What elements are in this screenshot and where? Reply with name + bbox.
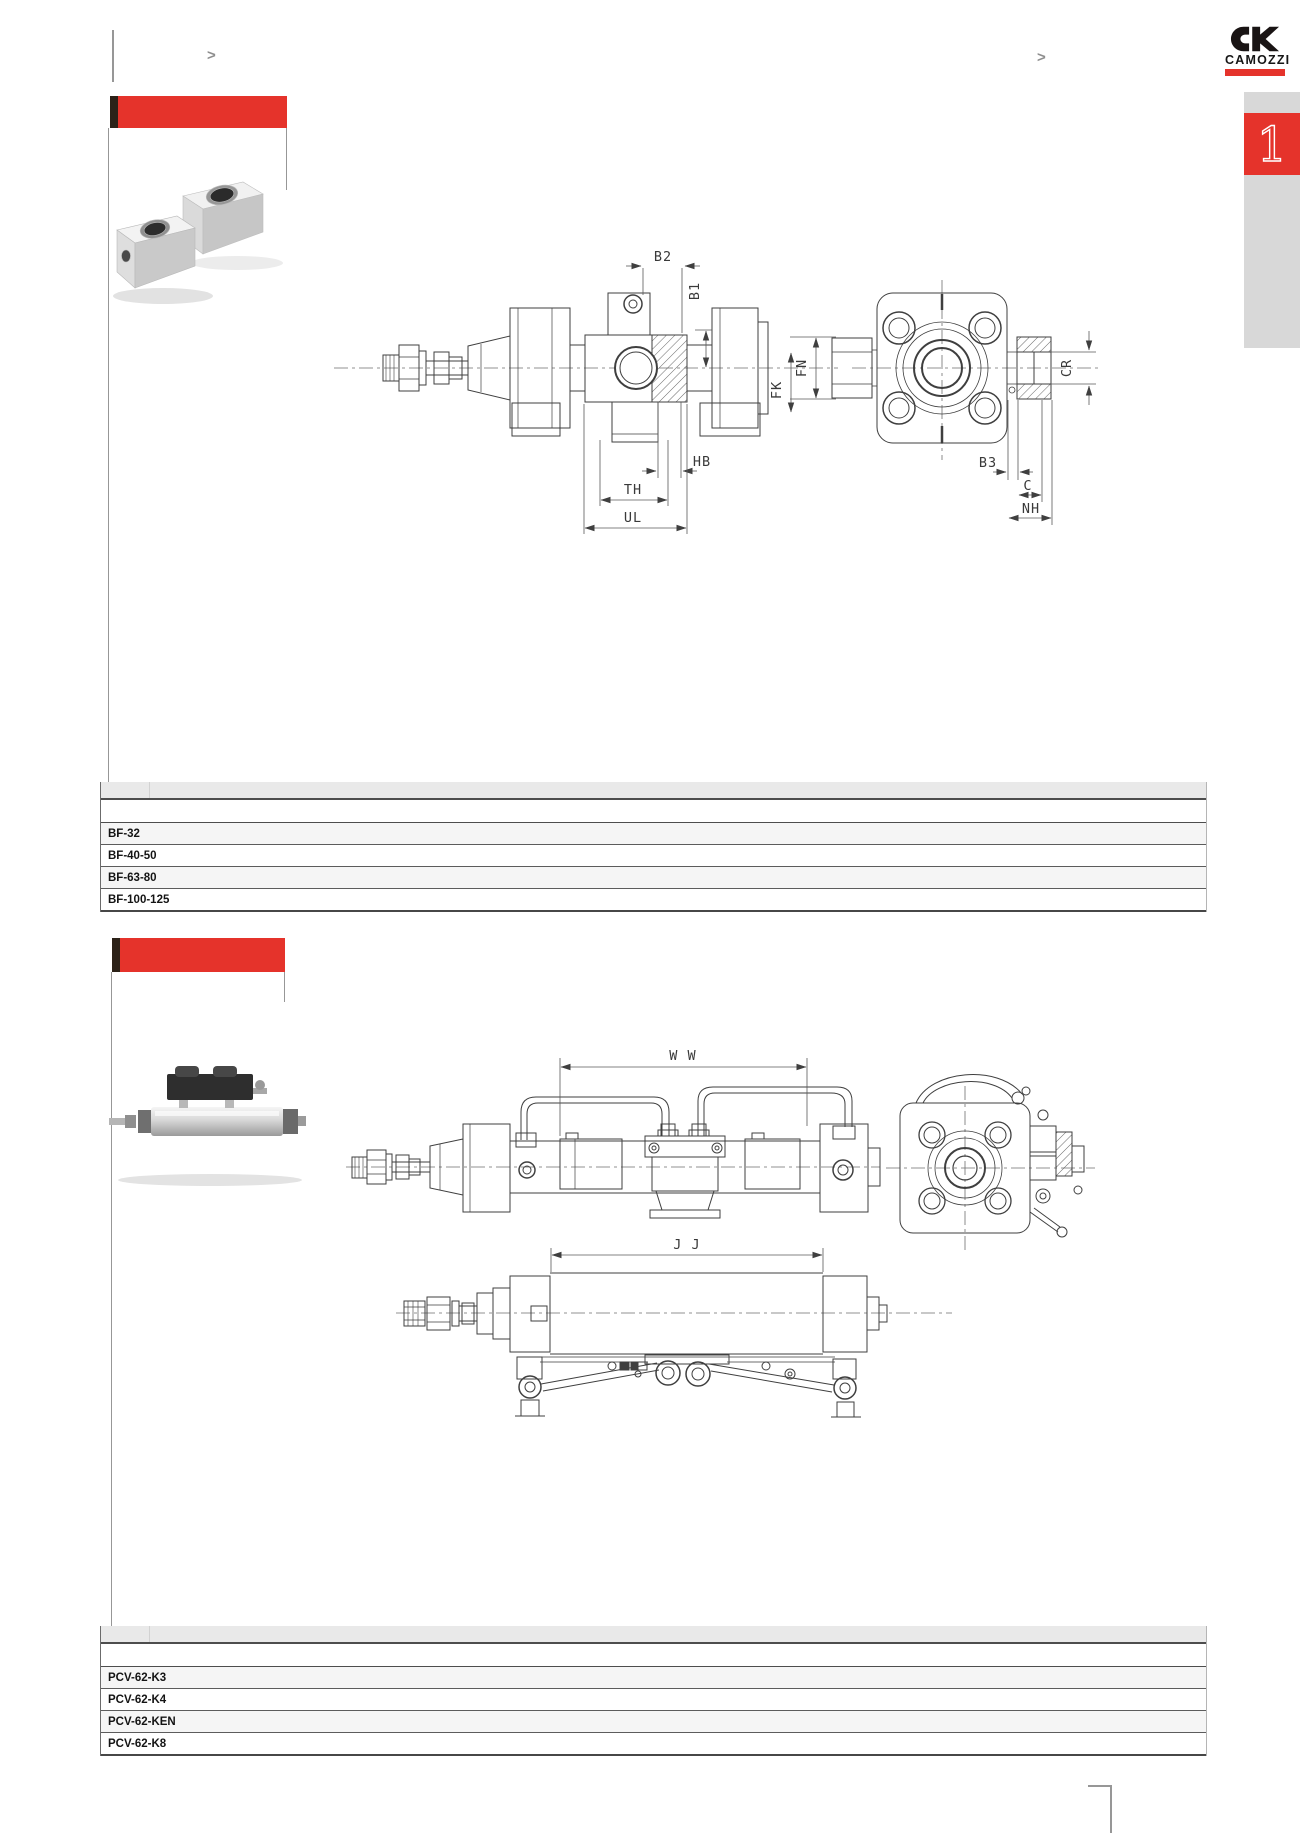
pcv-photo-body xyxy=(109,1066,306,1136)
pcv-side-view xyxy=(351,1086,881,1219)
product-photo-bf xyxy=(113,181,283,304)
model-label: BF-40-50 xyxy=(108,849,157,862)
bracket-block-front xyxy=(116,215,196,289)
spec-table-pcv: PCV-62-K3 PCV-62-K4 PCV-62-KEN PCV-62-K8 xyxy=(100,1626,1207,1756)
dim-label-b3: B3 xyxy=(979,455,997,471)
brand-name: CAMOZZI xyxy=(1225,53,1291,67)
table-row: BF-32 xyxy=(101,823,1206,845)
table-row: PCV-62-K3 xyxy=(101,1667,1206,1689)
footer-mark-horizontal xyxy=(1088,1785,1112,1787)
top-left-rule xyxy=(112,30,114,82)
dim-label-hb: HB xyxy=(693,454,711,470)
model-label: BF-100-125 xyxy=(108,893,170,906)
dim-label-jj: J J xyxy=(673,1237,700,1253)
dim-label-th: TH xyxy=(624,482,642,498)
table-header-band xyxy=(101,782,1206,800)
section-bf-frame-left xyxy=(108,128,109,782)
table-subheader-row xyxy=(101,800,1206,823)
section-bf-banner xyxy=(110,96,287,128)
model-label: PCV-62-K8 xyxy=(108,1737,167,1750)
pcv-end-view xyxy=(899,1074,1085,1238)
centerlines xyxy=(346,1086,1095,1314)
banner-notch xyxy=(112,938,120,972)
table-row: PCV-62-K4 xyxy=(101,1689,1206,1711)
technical-drawing-bf: B2 B1 FN FK HB TH UL CR B3 C NH xyxy=(334,249,1100,534)
bf-dimension-labels: B2 B1 FN FK HB TH UL CR B3 C NH xyxy=(624,249,1075,526)
model-label: PCV-62-K4 xyxy=(108,1693,167,1706)
model-label: PCV-62-KEN xyxy=(108,1715,176,1728)
technical-drawing-pcv: W W J J xyxy=(346,1048,1095,1418)
table-row: PCV-62-KEN xyxy=(101,1711,1206,1733)
dim-label-b2: B2 xyxy=(654,249,672,265)
column-divider xyxy=(149,782,150,798)
dim-label-cr: CR xyxy=(1059,359,1075,377)
bf-side-view xyxy=(382,292,769,443)
pcv-dimension-labels: W W J J xyxy=(669,1048,700,1253)
section-pcv-frame-right xyxy=(284,972,285,1002)
breadcrumb-arrow-left: > xyxy=(207,47,216,64)
section-pcv-frame-left xyxy=(111,972,112,1626)
dim-label-fk: FK xyxy=(769,381,785,399)
table-row: BF-40-50 xyxy=(101,845,1206,867)
model-label: PCV-62-K3 xyxy=(108,1671,167,1684)
table-header-band xyxy=(101,1626,1206,1644)
dim-label-ww: W W xyxy=(669,1048,696,1064)
footer-mark-vertical xyxy=(1110,1785,1112,1833)
bf-end-view xyxy=(831,292,1052,444)
dim-label-b1: B1 xyxy=(687,282,703,300)
banner-notch xyxy=(110,96,118,128)
product-photo-pcv xyxy=(109,1066,306,1186)
spec-table-bf: BF-32 BF-40-50 BF-63-80 BF-100-125 xyxy=(100,782,1207,912)
pcv-dimension-lines xyxy=(550,1058,824,1272)
model-label: BF-32 xyxy=(108,827,140,840)
table-row: PCV-62-K8 xyxy=(101,1733,1206,1756)
bracket-block-back xyxy=(182,181,264,255)
table-subheader-row xyxy=(101,1644,1206,1667)
camozzi-logo-icon xyxy=(1230,26,1280,52)
table-row: BF-63-80 xyxy=(101,867,1206,889)
breadcrumb-arrow-right: > xyxy=(1037,49,1046,66)
brand-red-bar xyxy=(1225,69,1285,76)
pcv-bottom-view xyxy=(403,1272,888,1418)
brand-logo: CAMOZZI xyxy=(1225,26,1291,76)
section-bf-frame-right xyxy=(286,128,287,190)
chapter-number: 1 xyxy=(1257,117,1288,173)
dim-label-fn: FN xyxy=(794,359,810,377)
chapter-tab: 1 xyxy=(1244,113,1300,175)
table-row: BF-100-125 xyxy=(101,889,1206,912)
dim-label-c: C xyxy=(1023,478,1032,494)
model-label: BF-63-80 xyxy=(108,871,157,884)
dim-label-nh: NH xyxy=(1022,501,1040,517)
dim-label-ul: UL xyxy=(624,510,642,526)
column-divider xyxy=(149,1626,150,1642)
bf-dimension-lines xyxy=(583,262,1096,534)
section-pcv-banner xyxy=(112,938,285,972)
